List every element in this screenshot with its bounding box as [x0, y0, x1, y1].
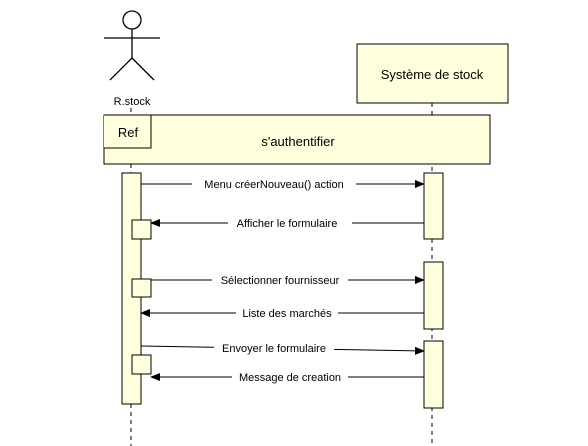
message-2-label: Afficher le formulaire [237, 218, 338, 230]
system-activation-bar-3 [423, 340, 444, 409]
message-6-label: Message de creation [239, 372, 341, 384]
actor-name: R.stock [114, 96, 151, 108]
actor-self-activation-2 [131, 278, 152, 298]
message-1-label: Menu créerNouveau() action [204, 179, 343, 191]
system-activation-bar-1 [423, 172, 444, 240]
actor-left-leg [109, 57, 133, 81]
message-6: Message de creation [150, 370, 424, 384]
message-3: Sélectionner fournisseur [151, 273, 425, 287]
system-name: Système de stock [381, 67, 484, 82]
ref-tag: Ref [118, 125, 139, 140]
ref-tag-box [104, 114, 152, 149]
message-2: Afficher le formulaire [150, 216, 424, 230]
actor-figure [104, 10, 160, 81]
actor-head [122, 10, 142, 30]
message-4: Liste des marchés [140, 306, 424, 320]
actor-self-activation-1 [131, 219, 152, 240]
system-activation-bar-2 [423, 261, 444, 330]
ref-label: s'authentifier [261, 134, 335, 149]
message-1: Menu créerNouveau() action [141, 177, 425, 191]
message-5-label: Envoyer le formulaire [222, 343, 326, 355]
actor-right-leg [131, 57, 155, 81]
message-4-label: Liste des marchés [242, 308, 332, 320]
system-box [356, 43, 509, 104]
message-5: Envoyer le formulaire [140, 341, 425, 355]
message-3-label: Sélectionner fournisseur [221, 275, 340, 287]
actor-self-activation-3 [131, 354, 152, 375]
